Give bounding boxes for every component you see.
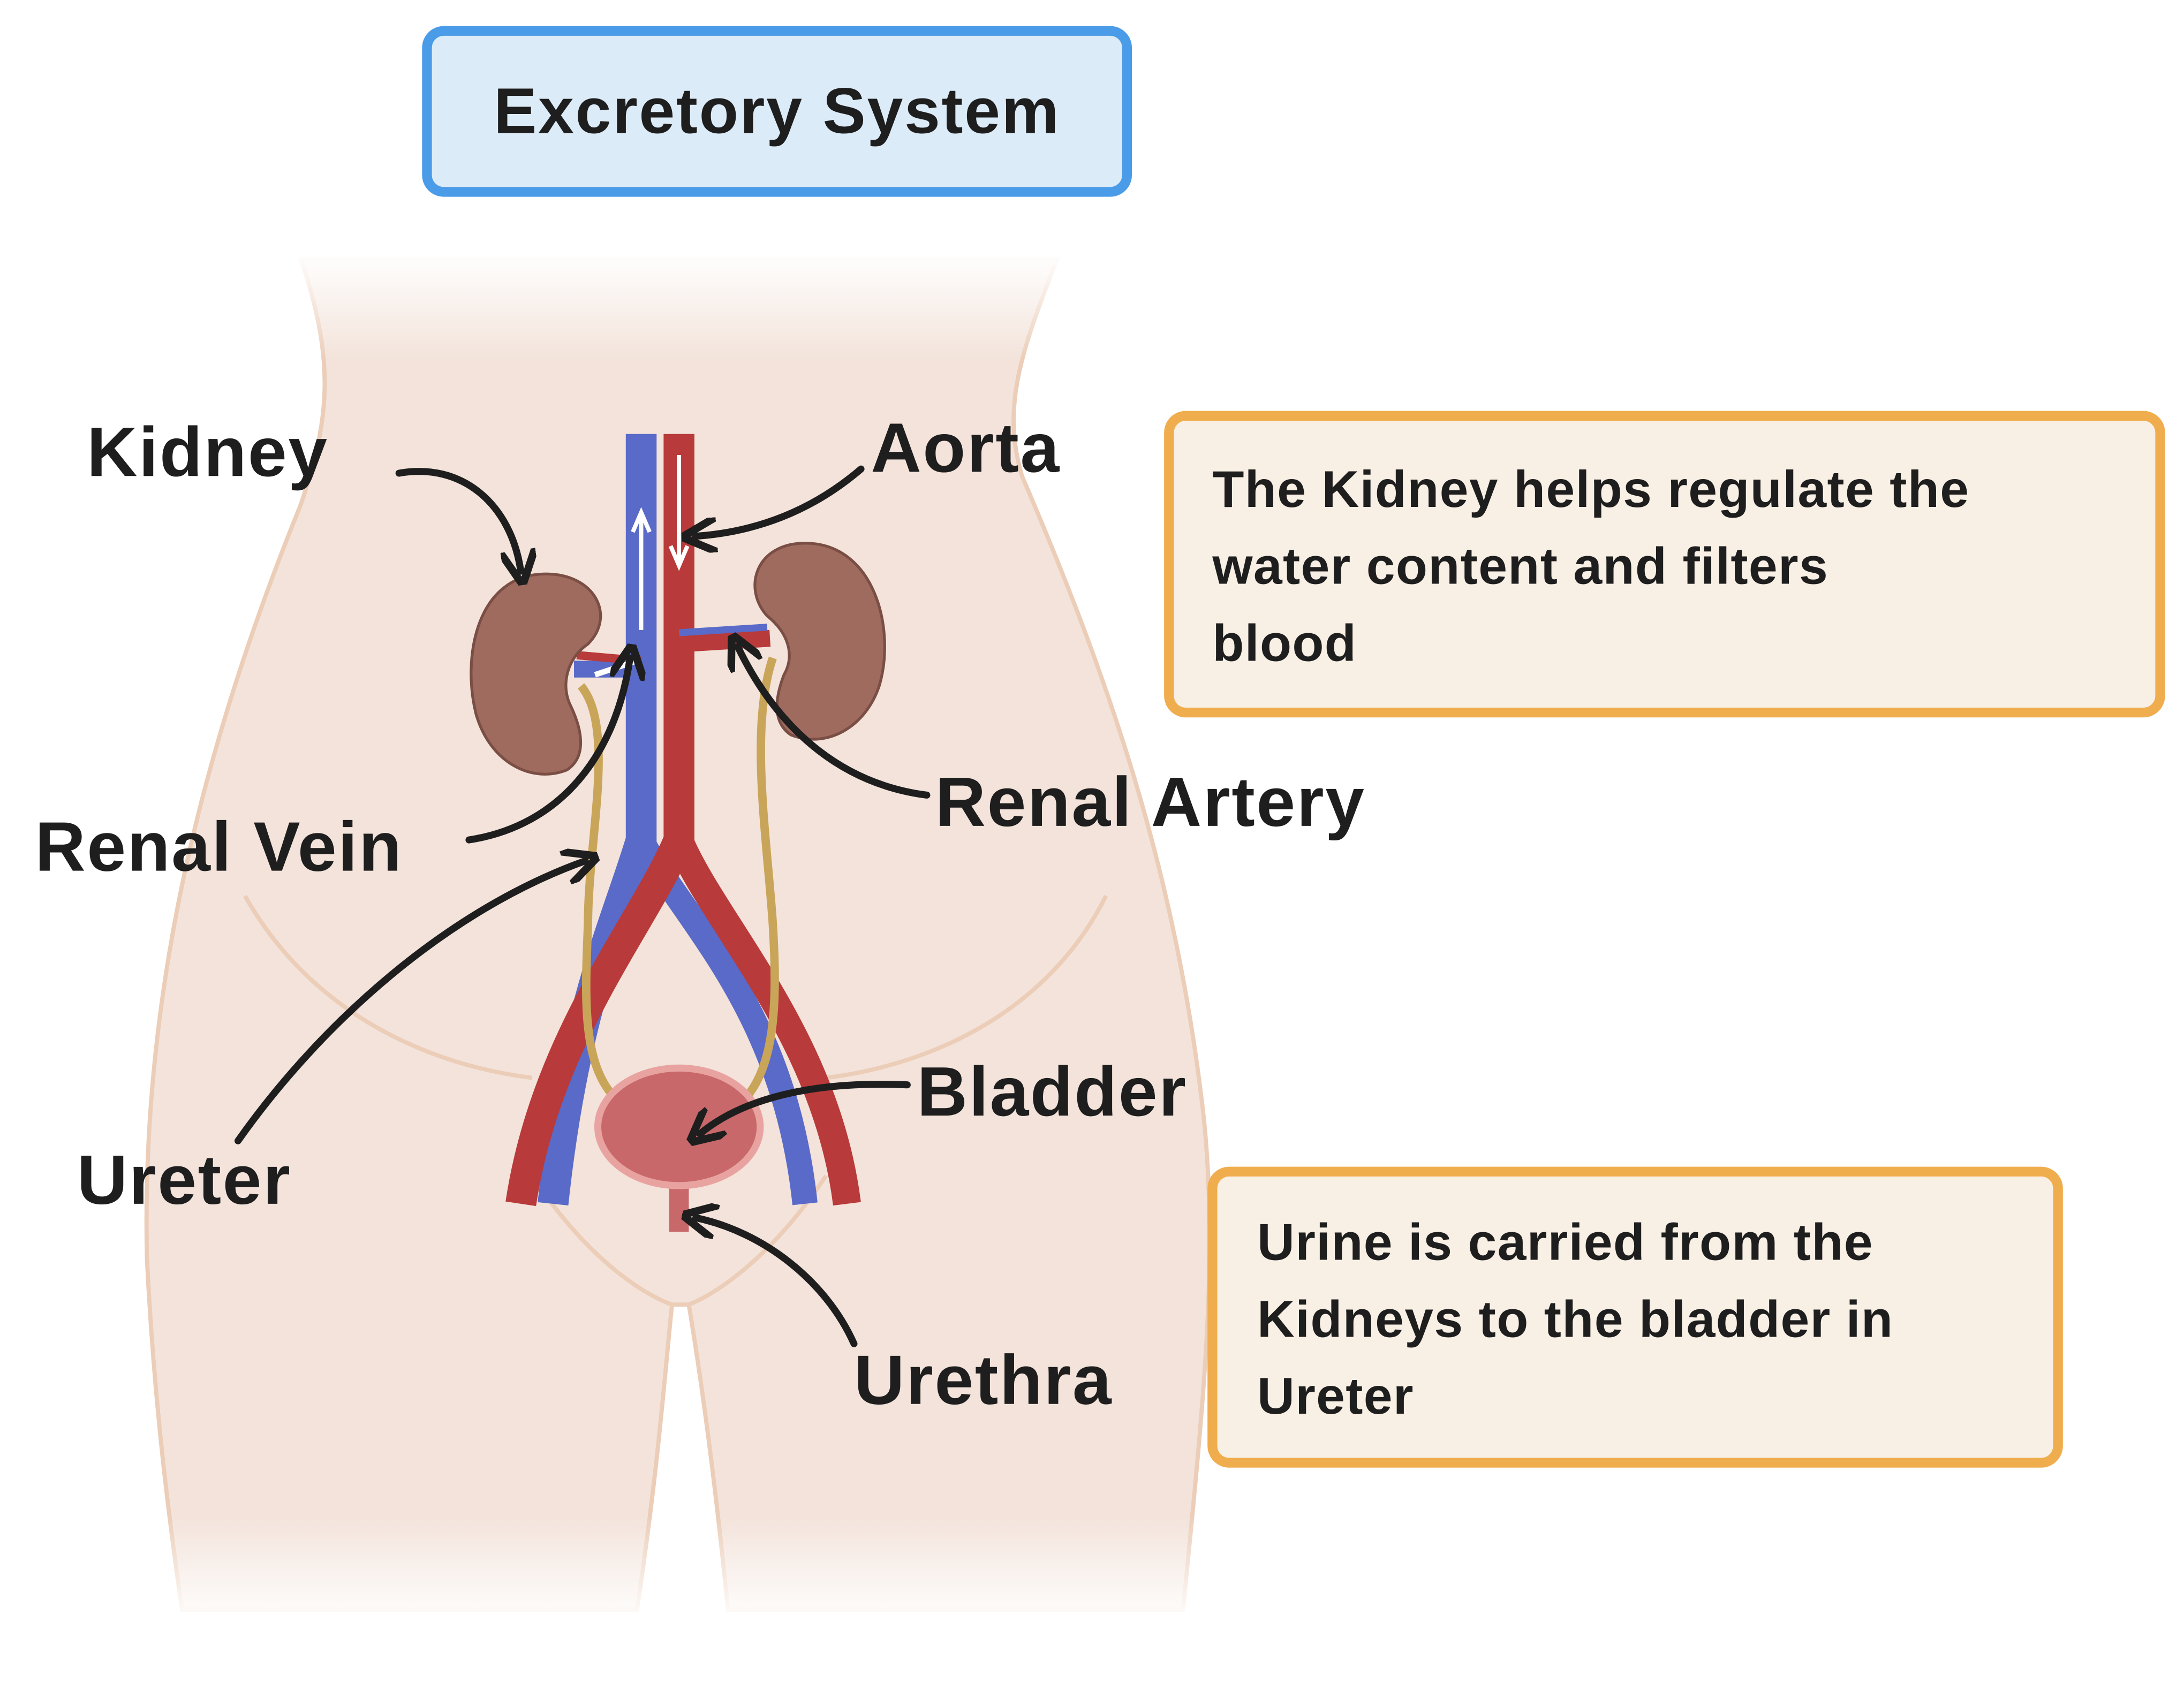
info-line: Ureter	[1257, 1367, 1414, 1425]
ureter-left	[577, 683, 619, 1102]
info-line: blood	[1212, 613, 1357, 672]
label-ureter: Ureter	[77, 1141, 292, 1219]
info-box-ureter: Urine is carried from the Kidneys to the…	[1207, 1166, 2063, 1468]
title-text: Excretory System	[494, 75, 1060, 147]
label-kidney: Kidney	[87, 413, 329, 491]
renal-artery-arrow	[738, 647, 931, 799]
info-line: water content and filters	[1212, 537, 1828, 595]
kidney-left	[470, 572, 602, 776]
pointer-arrows	[234, 465, 931, 1347]
ureter-right	[742, 656, 779, 1102]
body-illustration	[140, 252, 1232, 1624]
renal-vein-arrow	[465, 658, 630, 844]
label-aorta: Aorta	[871, 408, 1060, 487]
info-line: Urine is carried from the	[1257, 1213, 1873, 1271]
info-box-kidney: The Kidney helps regulate the water cont…	[1164, 411, 2165, 718]
label-renal-vein: Renal Vein	[35, 808, 403, 886]
label-urethra: Urethra	[854, 1341, 1113, 1419]
info-line: Kidneys to the bladder in	[1257, 1289, 1893, 1348]
label-renal-artery: Renal Artery	[935, 763, 1366, 841]
ureter-arrow	[234, 861, 585, 1144]
title-box: Excretory System	[422, 26, 1132, 197]
aorta-arrow	[696, 465, 865, 536]
label-bladder: Bladder	[917, 1052, 1188, 1131]
bladder-organ	[594, 1064, 764, 1189]
kidney-right	[753, 542, 886, 741]
renal-artery-vessel	[678, 629, 771, 653]
urethra-arrow	[696, 1218, 858, 1347]
info-line: The Kidney helps regulate the	[1212, 460, 1969, 518]
kidney-arrow	[395, 468, 520, 571]
bladder-arrow	[700, 1081, 911, 1134]
aorta	[505, 434, 694, 1207]
